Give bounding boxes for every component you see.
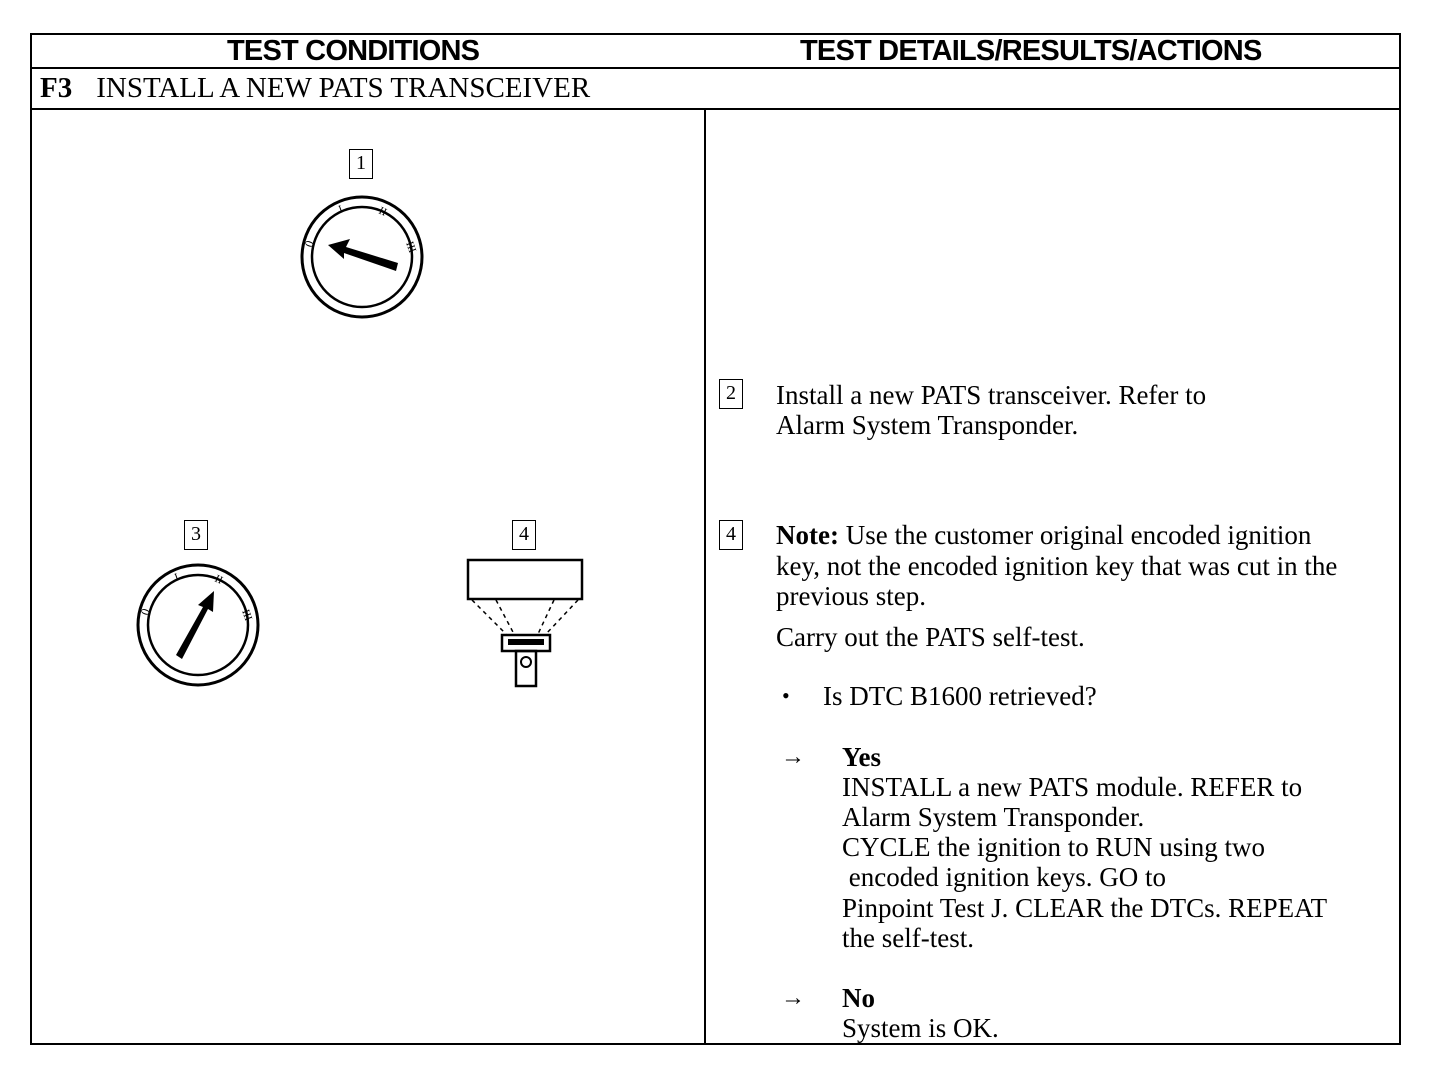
dial-mark-0: 0 bbox=[302, 239, 317, 249]
no-label: No bbox=[842, 983, 875, 1013]
dial-mark-3: III bbox=[239, 608, 254, 623]
ignition-switch-run-icon: 0 I II III bbox=[136, 563, 260, 687]
test-details-header: TEST DETAILS/RESULTS/ACTIONS bbox=[800, 35, 1262, 67]
yes-line-2: Alarm System Transponder. bbox=[842, 802, 1145, 832]
dial-mark-0: 0 bbox=[138, 607, 153, 617]
yes-label: Yes bbox=[842, 742, 881, 772]
dtc-question: Is DTC B1600 retrieved? bbox=[823, 681, 1097, 711]
yes-line-5: Pinpoint Test J. CLEAR the DTCs. REPEAT bbox=[842, 893, 1328, 923]
ignition-switch-off-icon: 0 I II III bbox=[300, 195, 424, 319]
yes-arrow-icon: → bbox=[781, 743, 805, 770]
note-text-1: Use the customer original encoded igniti… bbox=[845, 520, 1312, 550]
question-bullet: • bbox=[782, 683, 790, 708]
step-2-line-2: Alarm System Transponder. bbox=[776, 410, 1079, 440]
note-line-3: previous step. bbox=[776, 581, 926, 611]
step-2-label: 2 bbox=[719, 379, 743, 409]
note-line-1: Note: Use the customer original encoded … bbox=[776, 520, 1311, 551]
scan-tool-with-key-icon bbox=[466, 558, 584, 688]
figure-1-label: 1 bbox=[349, 149, 373, 179]
yes-line-1: INSTALL a new PATS module. REFER to bbox=[842, 772, 1303, 802]
dial-mark-1: I bbox=[337, 203, 345, 216]
dial-mark-2: II bbox=[213, 573, 225, 587]
column-divider bbox=[704, 108, 706, 1045]
test-conditions-header: TEST CONDITIONS bbox=[227, 35, 480, 67]
step-title: F3 INSTALL A NEW PATS TRANSCEIVER bbox=[40, 72, 590, 105]
table-frame bbox=[30, 33, 1401, 1045]
note-label: Note: bbox=[776, 520, 839, 550]
title-divider bbox=[30, 108, 1401, 110]
dial-mark-2: II bbox=[377, 205, 389, 219]
dial-mark-1: I bbox=[173, 571, 181, 584]
no-arrow-icon: → bbox=[781, 984, 805, 1011]
yes-line-3: CYCLE the ignition to RUN using two bbox=[842, 832, 1266, 862]
step-2-line-1: Install a new PATS transceiver. Refer to bbox=[776, 380, 1207, 410]
step-4-label: 4 bbox=[719, 520, 743, 550]
dial-mark-3: III bbox=[403, 240, 418, 255]
header-divider bbox=[30, 67, 1401, 69]
no-line: System is OK. bbox=[842, 1013, 999, 1043]
yes-line-4: encoded ignition keys. GO to bbox=[842, 862, 1166, 892]
yes-line-6: the self-test. bbox=[842, 923, 974, 953]
figure-4-label: 4 bbox=[512, 520, 536, 550]
step-code: F3 bbox=[40, 72, 73, 104]
note-line-2: key, not the encoded ignition key that w… bbox=[776, 551, 1338, 581]
step-name: INSTALL A NEW PATS TRANSCEIVER bbox=[96, 72, 591, 104]
self-test-instruction: Carry out the PATS self-test. bbox=[776, 622, 1085, 652]
figure-3-label: 3 bbox=[184, 520, 208, 550]
